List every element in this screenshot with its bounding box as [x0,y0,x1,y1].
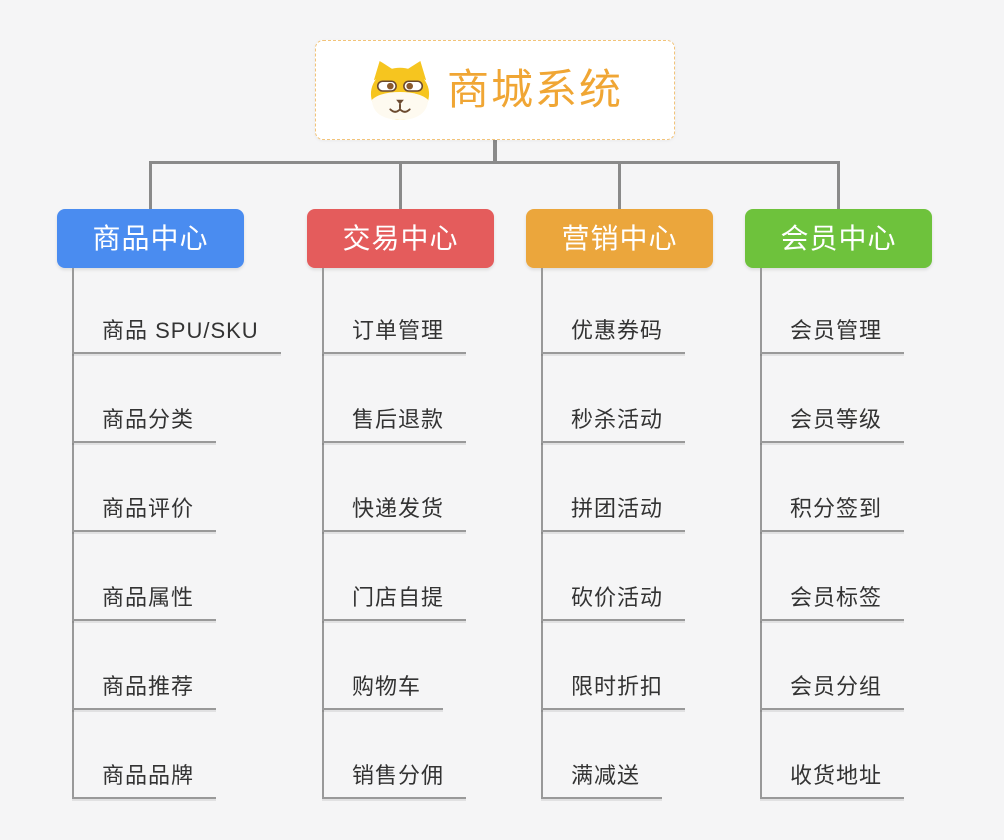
branch-children-trade: 订单管理 售后退款 快递发货 门店自提 购物车 销售分佣 [322,268,562,799]
connector-drop-marketing [618,164,621,209]
child-node[interactable]: 拼团活动 [541,495,686,532]
child-node[interactable]: 售后退款 [322,406,467,443]
child-node[interactable]: 秒杀活动 [541,406,686,443]
child-node[interactable]: 会员分组 [760,673,905,710]
branch-children-marketing: 优惠券码 秒杀活动 拼团活动 砍价活动 限时折扣 满减送 [541,268,781,799]
child-node[interactable]: 商品推荐 [72,673,217,710]
child-node[interactable]: 门店自提 [322,584,467,621]
child-node[interactable]: 积分签到 [760,495,905,532]
branch-label: 营销中心 [561,222,678,254]
child-node[interactable]: 商品品牌 [72,762,217,799]
connector-drop-members [837,164,840,209]
child-node[interactable]: 会员等级 [760,406,905,443]
child-node[interactable]: 收货地址 [760,762,905,799]
connector-root-stub [493,139,497,163]
child-node[interactable]: 限时折扣 [541,673,686,710]
dog-face-icon [367,59,433,121]
connector-drop-trade [399,164,402,209]
connector-horizontal-bar [149,161,840,164]
child-node[interactable]: 会员标签 [760,584,905,621]
root-title: 商城系统 [446,66,623,113]
child-node[interactable]: 商品 SPU/SKU [72,317,281,354]
branch-label: 交易中心 [342,222,459,254]
connector-drop-products [149,164,152,209]
child-node[interactable]: 会员管理 [760,317,905,354]
root-node[interactable]: 商城系统 [315,40,675,140]
connector-trunk [760,268,762,799]
child-node[interactable]: 商品分类 [72,406,217,443]
connector-trunk [72,268,74,799]
branch-box-products[interactable]: 商品中心 [57,209,244,268]
child-node[interactable]: 订单管理 [322,317,467,354]
branch-children-members: 会员管理 会员等级 积分签到 会员标签 会员分组 收货地址 [760,268,1000,799]
child-node[interactable]: 商品评价 [72,495,217,532]
connector-trunk [541,268,543,799]
branch-box-trade[interactable]: 交易中心 [307,209,494,268]
branch-label: 会员中心 [780,222,897,254]
child-node[interactable]: 砍价活动 [541,584,686,621]
child-node[interactable]: 购物车 [322,673,444,710]
branch-box-members[interactable]: 会员中心 [745,209,932,268]
child-node[interactable]: 满减送 [541,762,663,799]
child-node[interactable]: 快递发货 [322,495,467,532]
branch-label: 商品中心 [92,222,209,254]
child-node[interactable]: 商品属性 [72,584,217,621]
branch-children-products: 商品 SPU/SKU 商品分类 商品评价 商品属性 商品推荐 商品品牌 [72,268,312,799]
child-node[interactable]: 销售分佣 [322,762,467,799]
connector-trunk [322,268,324,799]
branch-box-marketing[interactable]: 营销中心 [526,209,713,268]
child-node[interactable]: 优惠券码 [541,317,686,354]
